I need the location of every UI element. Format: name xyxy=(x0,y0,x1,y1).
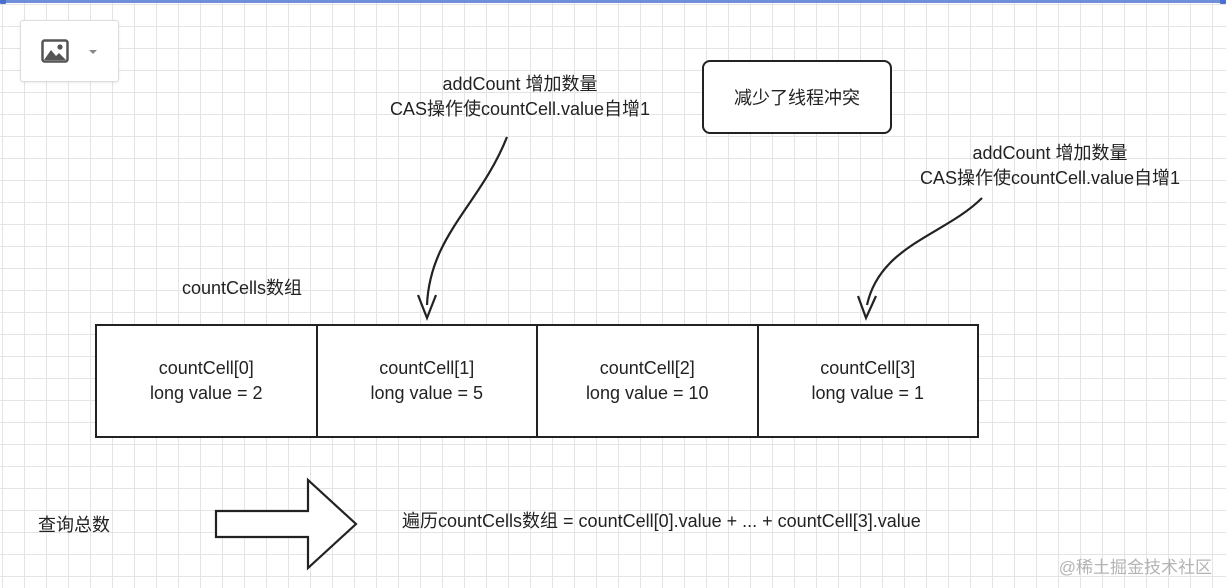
arrowhead-2 xyxy=(856,295,878,321)
query-total-label: 查询总数 xyxy=(38,515,110,535)
cell-name: countCell[3] xyxy=(820,358,916,378)
count-cell-0: countCell[0] long value = 2 xyxy=(97,326,318,436)
image-icon[interactable] xyxy=(41,39,69,63)
annotation-2-line1: addCount 增加数量 xyxy=(972,143,1128,163)
image-toolbar[interactable] xyxy=(20,20,119,82)
watermark: @稀土掘金技术社区 xyxy=(1058,558,1212,577)
count-cell-1: countCell[1] long value = 5 xyxy=(318,326,538,436)
cell-name: countCell[0] xyxy=(158,358,254,378)
array-label: countCells数组 xyxy=(182,278,303,298)
cell-value: long value = 10 xyxy=(585,383,709,403)
annotation-2: addCount 增加数量 CAS操作使countCell.value自增1 xyxy=(890,141,1210,191)
cell-value: long value = 1 xyxy=(811,383,925,403)
block-arrow xyxy=(214,477,358,571)
cell-value: long value = 2 xyxy=(149,383,263,403)
cell-name: countCell[1] xyxy=(379,358,475,378)
annotation-1-line1: addCount 增加数量 xyxy=(442,74,598,94)
note-box: 减少了线程冲突 xyxy=(702,60,892,134)
curved-arrow-1 xyxy=(425,136,509,306)
curved-arrow-2 xyxy=(865,197,983,306)
annotation-2-line2: CAS操作使countCell.value自增1 xyxy=(919,168,1181,188)
caret-down-icon[interactable] xyxy=(87,48,99,56)
note-text: 减少了线程冲突 xyxy=(734,88,860,108)
annotation-1-line2: CAS操作使countCell.value自增1 xyxy=(389,99,651,119)
cell-value: long value = 5 xyxy=(370,383,484,403)
top-border-line xyxy=(0,0,1226,4)
arrowhead-1 xyxy=(416,294,438,322)
cell-name: countCell[2] xyxy=(599,358,695,378)
countcells-array: countCell[0] long value = 2 countCell[1]… xyxy=(95,324,979,438)
count-cell-2: countCell[2] long value = 10 xyxy=(538,326,759,436)
traverse-formula: 遍历countCells数组 = countCell[0].value + ..… xyxy=(402,511,921,531)
count-cell-3: countCell[3] long value = 1 xyxy=(759,326,978,436)
annotation-1: addCount 增加数量 CAS操作使countCell.value自增1 xyxy=(360,72,680,122)
